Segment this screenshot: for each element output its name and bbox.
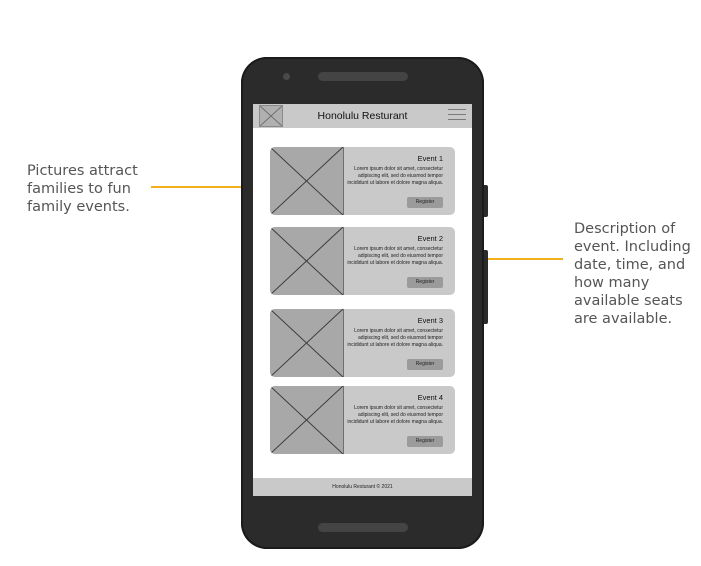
image-placeholder-icon bbox=[270, 147, 343, 215]
event-image bbox=[270, 386, 344, 454]
event-card: Event 2 Lorem ipsum dolor sit amet, cons… bbox=[270, 227, 455, 295]
register-button[interactable]: Register bbox=[407, 436, 443, 447]
image-placeholder-icon bbox=[270, 386, 343, 454]
event-description: Lorem ipsum dolor sit amet, consectetur … bbox=[347, 405, 443, 425]
register-button[interactable]: Register bbox=[407, 277, 443, 288]
event-title: Event 2 bbox=[417, 234, 443, 243]
phone-frame: Honolulu Resturant Event 1 Lorem ipsum d… bbox=[241, 57, 488, 549]
phone-screen: Honolulu Resturant Event 1 Lorem ipsum d… bbox=[253, 104, 472, 496]
event-image bbox=[270, 309, 344, 377]
app-header: Honolulu Resturant bbox=[253, 104, 472, 128]
image-placeholder-icon bbox=[270, 309, 343, 377]
event-title: Event 1 bbox=[417, 154, 443, 163]
phone-side-button bbox=[484, 250, 488, 324]
register-button[interactable]: Register bbox=[407, 197, 443, 208]
app-title: Honolulu Resturant bbox=[317, 110, 408, 122]
event-card: Event 3 Lorem ipsum dolor sit amet, cons… bbox=[270, 309, 455, 377]
register-button[interactable]: Register bbox=[407, 359, 443, 370]
speaker-grille bbox=[318, 72, 408, 81]
event-description: Lorem ipsum dolor sit amet, consectetur … bbox=[347, 246, 443, 266]
event-card: Event 4 Lorem ipsum dolor sit amet, cons… bbox=[270, 386, 455, 454]
image-placeholder-icon[interactable] bbox=[259, 105, 283, 127]
annotation-pictures: Pictures attract families to fun family … bbox=[27, 163, 138, 215]
event-card: Event 1 Lorem ipsum dolor sit amet, cons… bbox=[270, 147, 455, 215]
event-title: Event 4 bbox=[417, 393, 443, 402]
phone-side-button bbox=[484, 185, 488, 217]
event-description: Lorem ipsum dolor sit amet, consectetur … bbox=[347, 328, 443, 348]
hamburger-menu-icon[interactable] bbox=[448, 108, 466, 124]
event-image bbox=[270, 227, 344, 295]
app-footer: Honolulu Resturant © 2021 bbox=[253, 478, 472, 496]
event-title: Event 3 bbox=[417, 316, 443, 325]
image-placeholder-icon bbox=[270, 227, 343, 295]
event-description: Lorem ipsum dolor sit amet, consectetur … bbox=[347, 166, 443, 186]
annotation-description: Description of event. Including date, ti… bbox=[574, 221, 691, 327]
speaker-grille bbox=[318, 523, 408, 532]
camera-icon bbox=[283, 73, 290, 80]
event-image bbox=[270, 147, 344, 215]
